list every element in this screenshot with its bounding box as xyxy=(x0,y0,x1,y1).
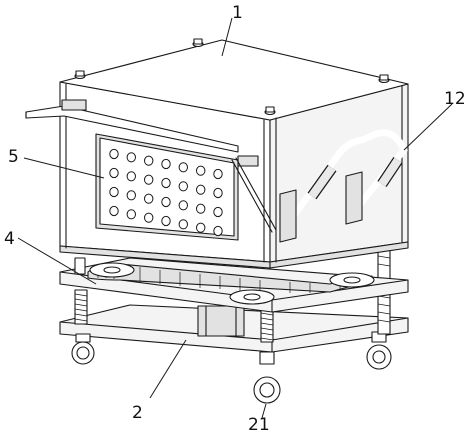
handle xyxy=(279,129,408,243)
panel-hole xyxy=(196,184,206,195)
wheel-front-right xyxy=(253,351,281,404)
panel-hole xyxy=(161,215,171,227)
gear-tray xyxy=(59,257,409,313)
label-2: 2 xyxy=(132,403,143,423)
panel-hole xyxy=(196,222,206,233)
panel-hole xyxy=(126,190,137,201)
label-21: 21 xyxy=(248,415,270,432)
panel-holes xyxy=(109,148,223,237)
panel-hole xyxy=(144,193,154,204)
panel-hole xyxy=(213,206,223,218)
panel-hole xyxy=(213,225,223,237)
label-12: 12 xyxy=(444,89,466,109)
panel-hole xyxy=(161,196,171,208)
panel-hole xyxy=(109,205,119,217)
panel-hole xyxy=(126,152,137,163)
panel-hole xyxy=(178,200,189,211)
panel-hole xyxy=(161,177,171,189)
panel-hole xyxy=(109,167,119,179)
panel-hole xyxy=(178,181,189,192)
wheel-back-right xyxy=(366,331,392,370)
panel-hole xyxy=(144,212,154,223)
wheel-front-left xyxy=(71,333,95,365)
panel-hole xyxy=(126,171,137,182)
top-bolts xyxy=(74,38,390,116)
leader-lines xyxy=(17,17,453,419)
panel-hole xyxy=(213,168,223,180)
panel-hole xyxy=(109,148,119,160)
panel-hole xyxy=(178,219,189,230)
panel-hole xyxy=(144,155,154,166)
panel-hole xyxy=(109,186,119,198)
panel-hole xyxy=(196,203,206,214)
panel-hole xyxy=(213,187,223,199)
panel-hole xyxy=(178,162,189,173)
label-1: 1 xyxy=(232,3,243,23)
panel-hole xyxy=(161,158,171,170)
motor-unit xyxy=(197,305,245,337)
panel-hole xyxy=(144,174,154,185)
label-4: 4 xyxy=(4,229,15,249)
panel-hole xyxy=(196,165,206,176)
lid-flap xyxy=(25,99,259,167)
label-5: 5 xyxy=(8,147,19,167)
panel-hole xyxy=(126,209,137,220)
